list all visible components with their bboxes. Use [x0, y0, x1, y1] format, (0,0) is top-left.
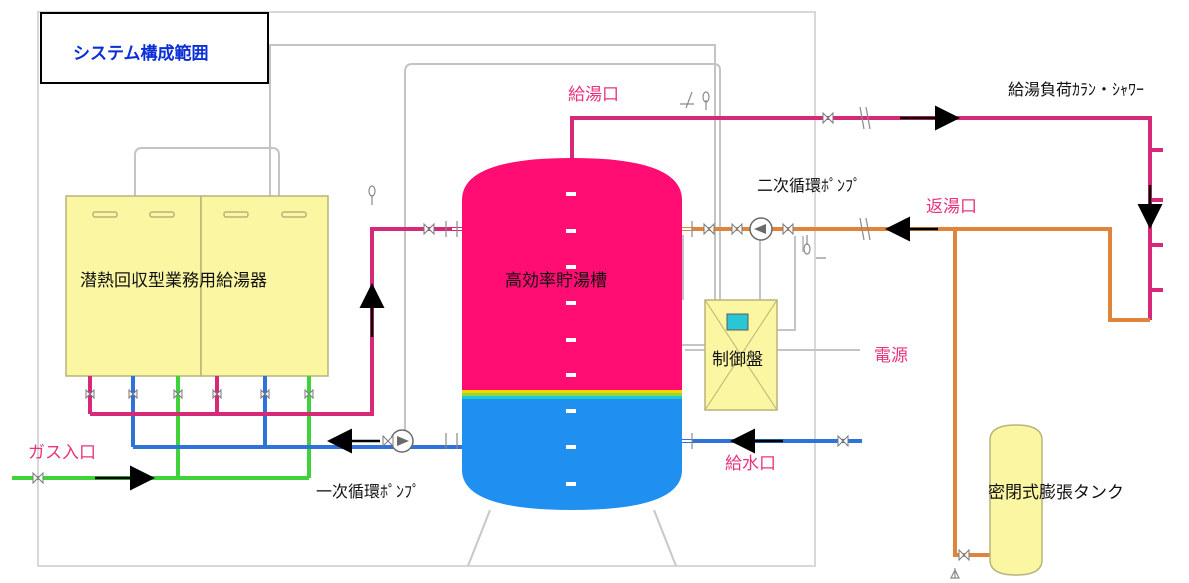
control-panel: [704, 299, 778, 411]
water-inlet-label: 給水口: [725, 454, 776, 474]
control-panel-label: 制御盤: [712, 350, 763, 370]
system-scope-title: システム構成範囲: [73, 44, 209, 64]
flow-arrows: [95, 105, 1163, 491]
load-label: 給湯負荷ｶﾗﾝ・ｼｬﾜｰ: [1008, 80, 1145, 99]
primary-pump-label: 一次循環ﾎﾟﾝﾌﾟ: [316, 482, 421, 501]
primary-pump: [390, 429, 414, 453]
expansion-tank-label: 密閉式膨張タンク: [988, 483, 1124, 503]
secondary-pump: [749, 217, 773, 241]
system-scope-boundary: [37, 11, 816, 567]
valves: [32, 111, 970, 562]
gas-inlet-label: ガス入口: [28, 443, 96, 463]
hot-outlet-label: 給湯口: [568, 85, 619, 105]
system-scope-title-box: システム構成範囲: [40, 12, 269, 84]
fittings: [368, 91, 960, 579]
expansion-tank: [989, 424, 1043, 576]
heater-connection-stubs: [88, 376, 311, 478]
power-label: 電源: [874, 346, 908, 366]
secondary-pump-label: 二次循環ﾎﾟﾝﾌﾟ: [757, 176, 862, 195]
return-inlet-label: 返湯口: [926, 197, 977, 217]
heater-label: 潜熱回収型業務用給湯器: [80, 271, 267, 291]
heater-units: [65, 195, 329, 377]
storage-tank-label: 高効率貯湯槽: [505, 271, 607, 291]
control-wiring: [134, 44, 860, 437]
storage-tank: [452, 158, 692, 567]
